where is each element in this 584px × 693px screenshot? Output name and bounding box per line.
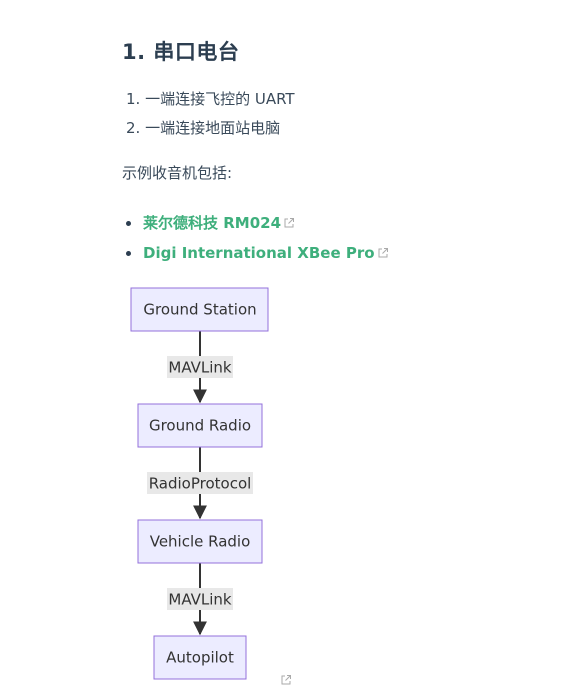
node-label: Autopilot bbox=[166, 649, 234, 667]
radio-link-rm024[interactable]: 莱尔德科技 RM024 bbox=[143, 214, 282, 232]
external-link-icon bbox=[284, 218, 295, 228]
radio-link-item: Digi International XBee Pro bbox=[126, 238, 389, 268]
radio-link-xbee[interactable]: Digi International XBee Pro bbox=[143, 244, 375, 262]
node-label: Ground Station bbox=[143, 301, 256, 319]
external-link-icon bbox=[378, 248, 388, 258]
steps-list-item: 1. 一端连接飞控的 UART bbox=[126, 90, 295, 108]
node-autopilot: Autopilot bbox=[153, 635, 247, 680]
section-heading: 1. 串口电台 bbox=[122, 40, 240, 64]
radio-link-item: 莱尔德科技 RM024 bbox=[126, 208, 389, 238]
steps-list: 1. 一端连接飞控的 UART 2. 一端连接地面站电脑 bbox=[126, 88, 295, 146]
node-ground-station: Ground Station bbox=[130, 287, 269, 332]
bullet-icon bbox=[126, 220, 131, 226]
external-link-icon bbox=[281, 675, 291, 685]
edge-label-radioprotocol: RadioProtocol bbox=[147, 472, 253, 494]
node-label: Vehicle Radio bbox=[150, 533, 251, 551]
edge-label-mavlink-1: MAVLink bbox=[167, 356, 233, 378]
node-vehicle-radio: Vehicle Radio bbox=[137, 519, 263, 564]
bullet-icon bbox=[126, 250, 131, 256]
edge-label-text: MAVLink bbox=[168, 359, 232, 377]
radio-links-list: 莱尔德科技 RM024 Digi International XBee Pro bbox=[126, 208, 389, 268]
edge-label-text: RadioProtocol bbox=[149, 475, 252, 493]
steps-list-item: 2. 一端连接地面站电脑 bbox=[126, 119, 281, 137]
examples-label: 示例收音机包括: bbox=[122, 164, 233, 182]
edge-label-text: MAVLink bbox=[168, 591, 232, 609]
edge-label-mavlink-2: MAVLink bbox=[167, 588, 233, 610]
node-ground-radio: Ground Radio bbox=[137, 403, 263, 448]
node-label: Ground Radio bbox=[149, 417, 251, 435]
